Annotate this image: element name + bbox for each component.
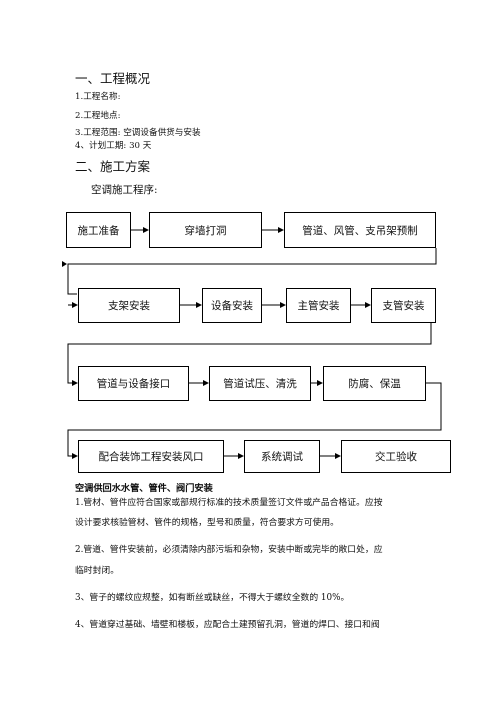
paragraph-1-line-1: 1.管材、管件应符合国家或部规行标准的技术质量签订文件或产品合格证。应按 <box>75 498 383 508</box>
flow-step-anticorrosion-insulation: 防腐、保温 <box>323 366 426 401</box>
flow-step-branch-pipe-install: 支管安装 <box>371 288 436 323</box>
procedure-label: 空调施工程序: <box>91 184 158 196</box>
flow-step-system-commissioning: 系统调试 <box>244 440 320 473</box>
flow-step-bracket-install: 支架安装 <box>78 288 180 323</box>
overview-item-location: 2.工程地点: <box>75 111 121 121</box>
flow-step-pressure-test-cleaning: 管道试压、清洗 <box>209 366 311 401</box>
paragraph-2-line-2: 临时封闭。 <box>75 566 119 576</box>
flow-step-wall-drilling: 穿墙打洞 <box>149 212 262 248</box>
pipe-install-heading: 空调供回水水管、管件、阀门安装 <box>75 483 213 494</box>
flow-step-preparation: 施工准备 <box>66 212 131 248</box>
paragraph-4-line-1: 4、管道穿过基础、墙壁和楼板，应配合土建预留孔洞，管道的焊口、接口和阀 <box>75 620 380 630</box>
flow-step-handover-acceptance: 交工验收 <box>341 440 451 473</box>
section-title-plan: 二、施工方案 <box>75 159 151 174</box>
overview-item-scope: 3.工程范围: 空调设备供货与安装 <box>75 128 201 138</box>
flow-step-air-vent-install: 配合装饰工程安装风口 <box>78 440 224 473</box>
flow-step-pipe-equipment-joint: 管道与设备接口 <box>78 366 189 401</box>
flow-step-main-pipe-install: 主管安装 <box>286 288 351 323</box>
paragraph-3-line-1: 3、管子的螺纹应规整，如有断丝或缺丝，不得大于螺纹全数的 10%。 <box>75 593 350 603</box>
paragraph-1-line-2: 设计要求核验管材、管件的规格，型号和质量，符合要求方可使用。 <box>75 518 339 528</box>
flow-step-prefabrication: 管道、风管、支吊架预制 <box>284 212 436 248</box>
paragraph-2-line-1: 2.管道、管件安装前，必须清除内部污垢和杂物，安装中断或完毕的敞口处，应 <box>75 545 383 555</box>
overview-item-name: 1.工程名称: <box>75 92 121 102</box>
flow-step-equipment-install: 设备安装 <box>202 288 262 323</box>
overview-item-duration: 4、计划工期: 30 天 <box>75 141 152 151</box>
section-title-overview: 一、工程概况 <box>75 71 151 86</box>
